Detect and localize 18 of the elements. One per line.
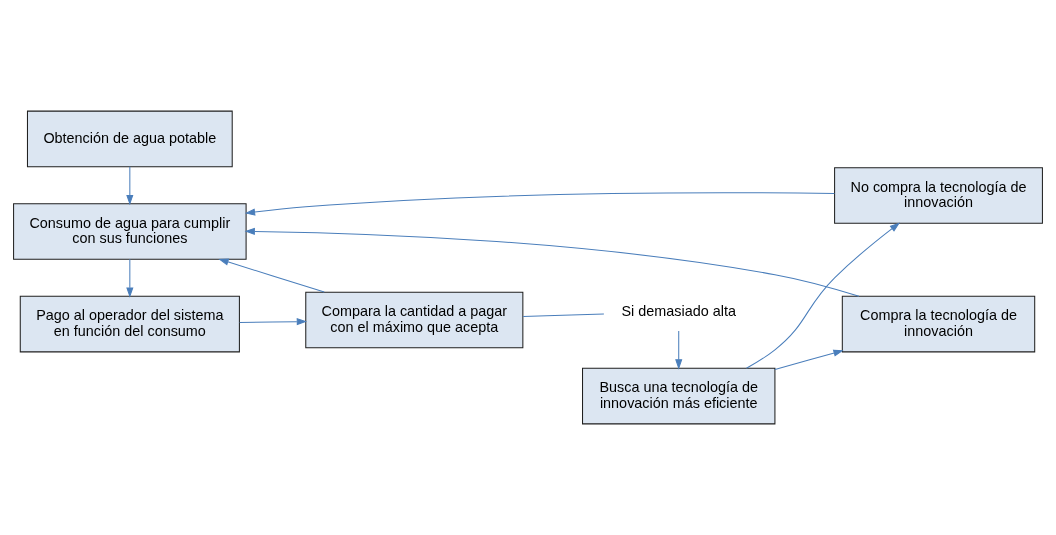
arrow: [126, 258, 134, 298]
arrow: [218, 258, 325, 293]
node-box: Compra la tecnología de innovación: [841, 295, 1036, 353]
node-text: Si demasiado alta: [621, 302, 736, 319]
node-box: Consumo de agua para cumplir con sus funciones: [13, 203, 247, 260]
node-box: Obtención de agua potable: [26, 110, 233, 168]
node-box: Busca una tecnología de innovación más eficiente: [582, 367, 776, 425]
arrow: [244, 192, 835, 216]
arrow: [239, 318, 308, 326]
node-box: No compra la tecnología de innovación: [834, 167, 1043, 224]
node-box: Compara la cantidad a pagar con el máximo que acepta: [305, 291, 524, 349]
connector: [522, 313, 605, 318]
arrow: [126, 166, 134, 206]
arrow: [745, 222, 901, 369]
arrow: [774, 349, 844, 370]
arrow: [675, 330, 683, 370]
arrow: [244, 227, 860, 297]
node-box: Pago al operador del sistema en función del consumo: [19, 295, 240, 353]
